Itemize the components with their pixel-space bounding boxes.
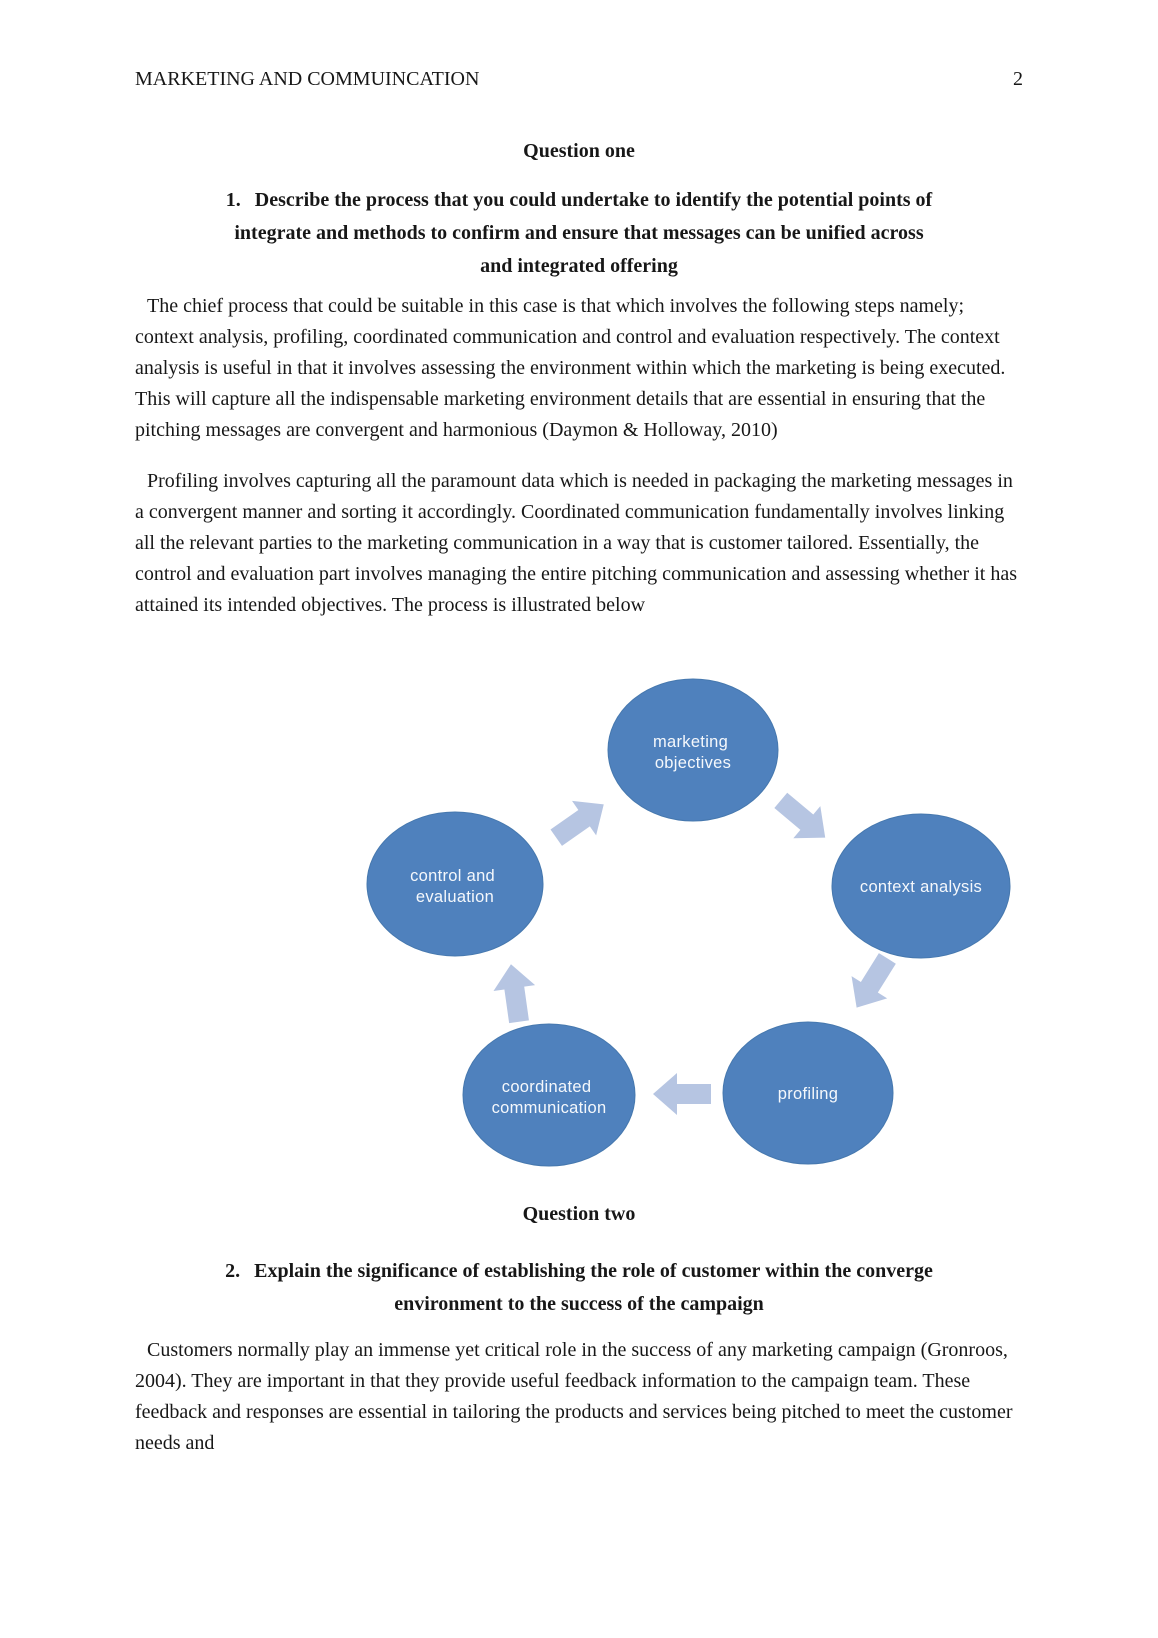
question-two-heading: Question two xyxy=(522,1203,636,1225)
question-two-section: Question two 2. Explain the significance… xyxy=(135,1201,1023,1459)
node-profiling xyxy=(722,1021,894,1165)
cycle-diagram: marketing objectives context analysis pr… xyxy=(340,631,1020,1191)
question-one-heading: Question one xyxy=(523,140,635,162)
body-paragraph: Profiling involves capturing all the par… xyxy=(135,470,1017,616)
arrow-control-to-objectives-icon xyxy=(550,800,604,846)
node-label: context analysis xyxy=(860,878,982,896)
node-coordinated-communication xyxy=(462,1023,636,1167)
heading-line: environment to the success of the campai… xyxy=(394,1293,764,1315)
node-label: marketing objectives xyxy=(653,733,733,772)
node-label: coordinated communication xyxy=(492,1078,607,1117)
body-paragraph: The chief process that could be suitable… xyxy=(135,295,1006,441)
cycle-diagram-svg: marketing objectives context analysis pr… xyxy=(366,678,1011,1167)
page-header: MARKETING AND COMMUINCATION 2 xyxy=(135,66,1023,92)
node-marketing-objectives xyxy=(607,678,779,822)
heading-line: 2. Explain the significance of establish… xyxy=(135,1255,1023,1288)
list-number: 2. xyxy=(225,1260,241,1282)
arrow-objectives-to-context-icon xyxy=(774,792,826,839)
heading-text: Explain the significance of establishing… xyxy=(254,1260,933,1282)
question-one-item-heading: 1. Describe the process that you could u… xyxy=(135,184,1023,283)
arrow-coordinated-to-control-icon xyxy=(493,964,536,1024)
body-paragraph: Customers normally play an immense yet c… xyxy=(135,1339,1013,1454)
question-two-item-heading: 2. Explain the significance of establish… xyxy=(135,1255,1023,1321)
running-head: MARKETING AND COMMUINCATION xyxy=(135,68,480,90)
node-control-and-evaluation xyxy=(366,811,544,957)
heading-line: 1. Describe the process that you could u… xyxy=(135,184,1023,217)
page-number: 2 xyxy=(1013,68,1023,90)
heading-text: Describe the process that you could unde… xyxy=(254,189,933,211)
node-label: control and evaluation xyxy=(410,867,500,906)
node-context-analysis xyxy=(831,813,1011,959)
arrow-context-to-profiling-icon xyxy=(851,953,896,1008)
heading-line: integrate and methods to confirm and ens… xyxy=(234,222,924,244)
arrow-profiling-to-coordinated-icon xyxy=(653,1073,711,1115)
list-number: 1. xyxy=(225,189,241,211)
node-label: profiling xyxy=(778,1085,838,1103)
heading-line: and integrated offering xyxy=(480,255,678,277)
